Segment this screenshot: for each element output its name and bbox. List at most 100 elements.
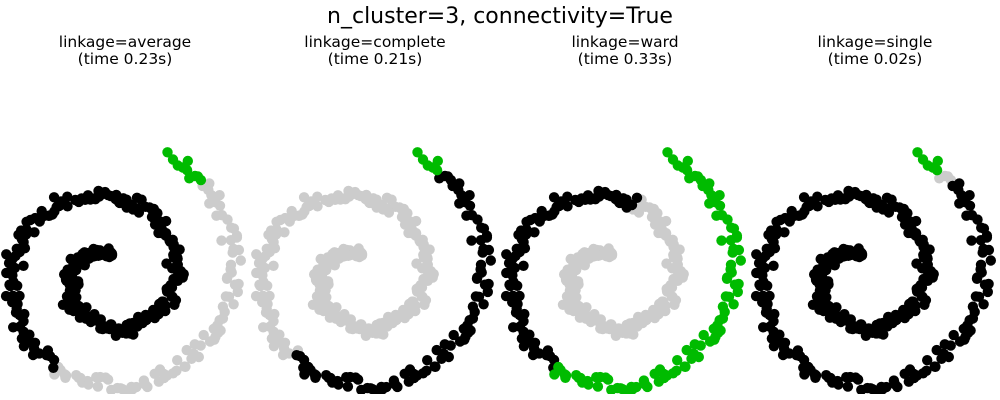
scatter-point-black [852, 374, 864, 385]
scatter-point-green [671, 365, 682, 376]
scatter-point-black [875, 328, 886, 339]
scatter-point-black [466, 235, 477, 246]
scatter-point-black [473, 291, 485, 302]
scatter-point-gray [407, 296, 419, 307]
scatter-point-black [48, 362, 59, 373]
scatter-point-black [930, 361, 941, 372]
scatter-point-green [417, 154, 429, 165]
scatter-point-black [5, 280, 16, 292]
scatter-point-black [153, 227, 164, 239]
scatter-point-black [352, 374, 364, 385]
scatter-point-gray [131, 381, 142, 393]
scatter-point-black [892, 381, 903, 393]
scatter-point-black [593, 185, 604, 197]
scatter-point-black [392, 381, 403, 393]
scatter-point-black [8, 322, 19, 333]
scatter-point-black [505, 280, 516, 292]
scatter-point-gray [180, 361, 191, 372]
scatter-point-gray [235, 255, 246, 266]
scatter-point-gray [279, 227, 290, 238]
scatter-point-gray [171, 365, 182, 376]
scatter-point-gray [258, 322, 269, 333]
scatter-point-black [983, 278, 994, 290]
scatter-point-green [642, 381, 653, 393]
scatter-point-gray [142, 381, 153, 393]
scatter-plot-ward [500, 147, 746, 394]
scatter-point-gray [271, 216, 282, 227]
scatter-point-green [662, 147, 673, 158]
scatter-point-black [985, 255, 996, 266]
scatter-point-gray [217, 301, 229, 312]
scatter-point-gray [284, 216, 295, 227]
scatter-point-gray [211, 210, 222, 221]
scatter-point-gray [320, 194, 331, 206]
scatter-point-gray [381, 192, 393, 203]
scatter-point-black [798, 192, 810, 203]
scatter-point-green [698, 329, 709, 341]
linkage-label: linkage=complete [304, 33, 446, 51]
scatter-point-gray [268, 341, 280, 352]
scatter-point-black [768, 260, 779, 271]
scatter-point-black [764, 290, 775, 302]
figure-title: n_cluster=3, connectivity=True [327, 4, 673, 29]
time-label: (time 0.23s) [77, 50, 173, 68]
scatter-point-black [922, 355, 933, 366]
scatter-point-black [534, 216, 545, 227]
panel-ward: linkage=ward (time 0.33s) [500, 34, 750, 394]
panel-title: linkage=average (time 0.23s) [0, 34, 250, 68]
scatter-point-black [768, 341, 780, 352]
scatter-point-green [735, 255, 746, 266]
scatter-point-black [485, 255, 496, 266]
scatter-point-black [881, 192, 893, 203]
panel-title: linkage=single (time 0.02s) [750, 34, 1000, 68]
scatter-point-green [728, 243, 739, 255]
scatter-point-black [529, 227, 540, 238]
scatter-point-green [680, 361, 691, 372]
scatter-point-green [667, 154, 679, 165]
scatter-point-green [723, 291, 735, 302]
scatter-point-green [631, 381, 642, 393]
scatter-point-green [733, 278, 744, 290]
time-label: (time 0.02s) [827, 50, 923, 68]
scatter-point-green [602, 374, 614, 385]
scatter-point-green [162, 147, 173, 158]
scatter-point-black [842, 381, 854, 392]
scatter-point-gray [375, 328, 386, 339]
scatter-point-black [843, 185, 854, 197]
scatter-point-black [964, 190, 975, 201]
scatter-point-black [34, 216, 45, 227]
scatter-point-gray [92, 381, 104, 392]
scatter-point-black [907, 296, 919, 307]
linkage-label: linkage=single [817, 33, 933, 51]
scatter-point-black [310, 372, 321, 383]
scatter-point-black [29, 227, 40, 238]
scatter-point-black [784, 216, 795, 227]
scatter-point-gray [411, 258, 422, 269]
scatter-point-black [516, 234, 528, 245]
scatter-point-gray [403, 227, 414, 239]
scatter-point-black [21, 216, 32, 227]
scatter-point-gray [193, 351, 204, 363]
scatter-point-black [333, 379, 344, 390]
scatter-point-black [966, 235, 977, 246]
scatter-point-black [464, 190, 475, 201]
scatter-point-gray [102, 374, 114, 385]
scatter-point-gray [255, 280, 266, 292]
scatter-point-black [157, 296, 169, 307]
scatter-point-black [70, 194, 81, 206]
scatter-point-black [430, 361, 441, 372]
scatter-point-black [475, 259, 487, 270]
scatter-point-black [125, 328, 136, 339]
scatter-point-green [711, 210, 722, 221]
scatter-point-black [434, 173, 445, 184]
scatter-point-black [478, 243, 489, 255]
scatter-point-black [445, 340, 456, 351]
scatter-point-gray [625, 328, 636, 339]
scatter-point-black [514, 290, 525, 302]
scatter-point-black [467, 301, 479, 312]
scatter-point-black [758, 322, 769, 333]
scatter-point-green [592, 381, 604, 392]
scatter-point-black [961, 210, 972, 221]
scatter-point-black [967, 301, 979, 312]
scatter-point-black [422, 355, 433, 366]
